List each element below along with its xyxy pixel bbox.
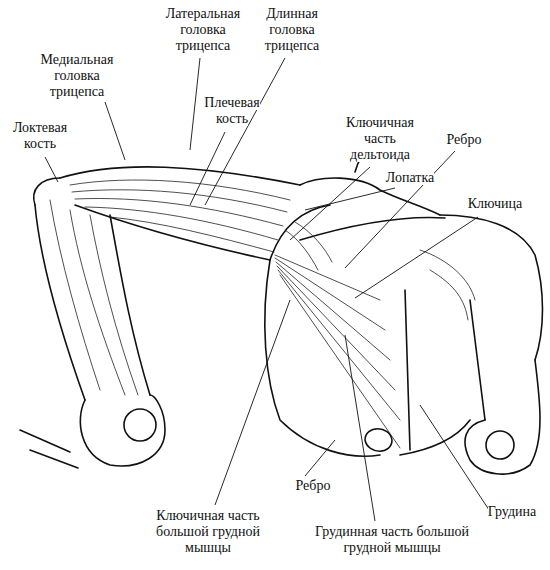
label-box: Медиальная головка трицепса <box>30 52 125 100</box>
anatomy-label: Ключичная часть дельтоида <box>346 115 414 162</box>
label-box: Ребро <box>434 132 494 148</box>
leader-line <box>45 58 493 521</box>
label-box: Латеральная головка трицепса <box>153 6 253 54</box>
anatomy-label: Плечевая кость <box>204 95 259 126</box>
label-box: Ключица <box>460 196 530 212</box>
anatomy-label: Ребро <box>296 478 331 493</box>
body-outline <box>20 148 543 474</box>
anatomy-label: Лопатка <box>386 170 434 185</box>
label-box: Ключичная часть большой грудной мышцы <box>143 508 273 556</box>
muscle-hatching <box>50 180 475 448</box>
label-box: Грудинная часть большой грудной мышцы <box>300 524 485 556</box>
anatomy-label: Медиальная головка трицепса <box>41 52 114 99</box>
label-box: Длинная головка трицепса <box>247 6 337 54</box>
label-box: Ребро <box>283 478 343 494</box>
label-box: Ключичная часть дельтоида <box>338 115 423 163</box>
anatomy-label: Ребро <box>447 132 482 147</box>
anatomy-label: Ключица <box>468 196 523 211</box>
anatomy-label: Ключичная часть большой грудной мышцы <box>156 508 260 555</box>
anatomy-label: Латеральная головка трицепса <box>166 6 241 53</box>
anatomy-label: Грудинная часть большой грудной мышцы <box>315 524 469 555</box>
label-box: Плечевая кость <box>195 95 270 127</box>
anatomy-label: Грудина <box>488 504 536 519</box>
label-box: Локтевая кость <box>4 120 76 152</box>
anatomy-label: Локтевая кость <box>13 120 67 151</box>
label-box: Лопатка <box>375 170 445 186</box>
anatomy-label: Длинная головка трицепса <box>265 6 320 53</box>
label-box: Грудина <box>480 504 544 520</box>
